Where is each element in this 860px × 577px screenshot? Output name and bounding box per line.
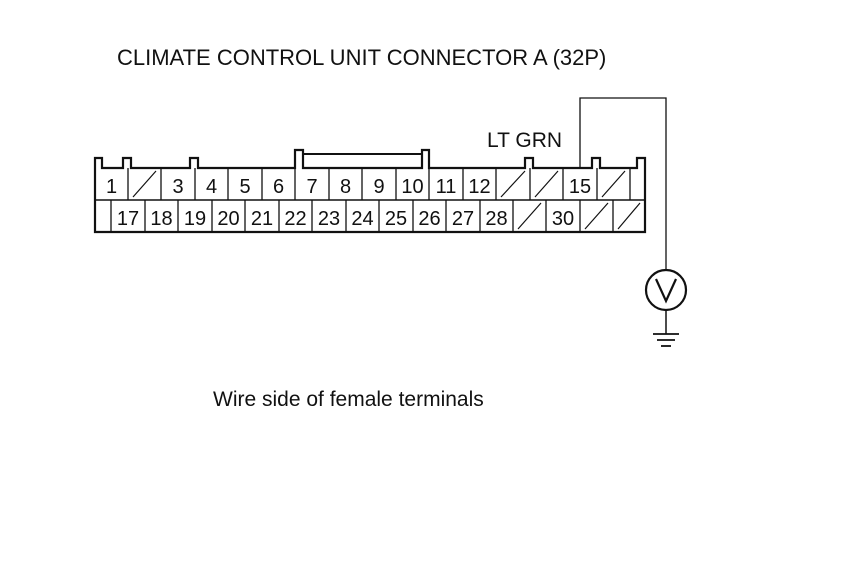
terminal-27: 27 <box>452 208 474 230</box>
terminal-23: 23 <box>318 208 340 230</box>
terminal-5: 5 <box>239 176 250 198</box>
connector-body <box>93 148 647 234</box>
terminal-30: 30 <box>552 208 574 230</box>
terminal-4: 4 <box>206 176 217 198</box>
empty-cavity-slash <box>584 202 609 230</box>
empty-cavity-slash <box>517 202 542 230</box>
terminal-26: 26 <box>418 208 440 230</box>
terminal-7: 7 <box>306 176 317 198</box>
voltmeter-icon <box>644 268 688 312</box>
empty-cavity-slash <box>617 202 641 230</box>
terminal-12: 12 <box>468 176 490 198</box>
terminal-22: 22 <box>284 208 306 230</box>
empty-cavity-slash <box>500 170 526 198</box>
empty-cavity-slash <box>534 170 559 198</box>
terminal-28: 28 <box>485 208 507 230</box>
terminal-9: 9 <box>373 176 384 198</box>
probe-lead <box>579 97 667 270</box>
ground-icon <box>653 310 679 347</box>
wire-color-label: LT GRN <box>487 129 562 152</box>
diagram-caption: Wire side of female terminals <box>213 388 484 411</box>
empty-cavity-slash <box>601 170 626 198</box>
terminal-6: 6 <box>273 176 284 198</box>
terminal-8: 8 <box>340 176 351 198</box>
terminal-3: 3 <box>172 176 183 198</box>
empty-cavity-slash <box>132 170 157 198</box>
terminal-24: 24 <box>351 208 373 230</box>
terminal-20: 20 <box>217 208 239 230</box>
terminal-1: 1 <box>106 176 117 198</box>
terminal-15: 15 <box>569 176 591 198</box>
terminal-18: 18 <box>150 208 172 230</box>
terminal-19: 19 <box>184 208 206 230</box>
terminal-25: 25 <box>385 208 407 230</box>
terminal-17: 17 <box>117 208 139 230</box>
diagram-title: CLIMATE CONTROL UNIT CONNECTOR A (32P) <box>117 45 606 70</box>
terminal-11: 11 <box>436 176 457 198</box>
terminal-10: 10 <box>401 176 423 198</box>
terminal-21: 21 <box>251 208 273 230</box>
